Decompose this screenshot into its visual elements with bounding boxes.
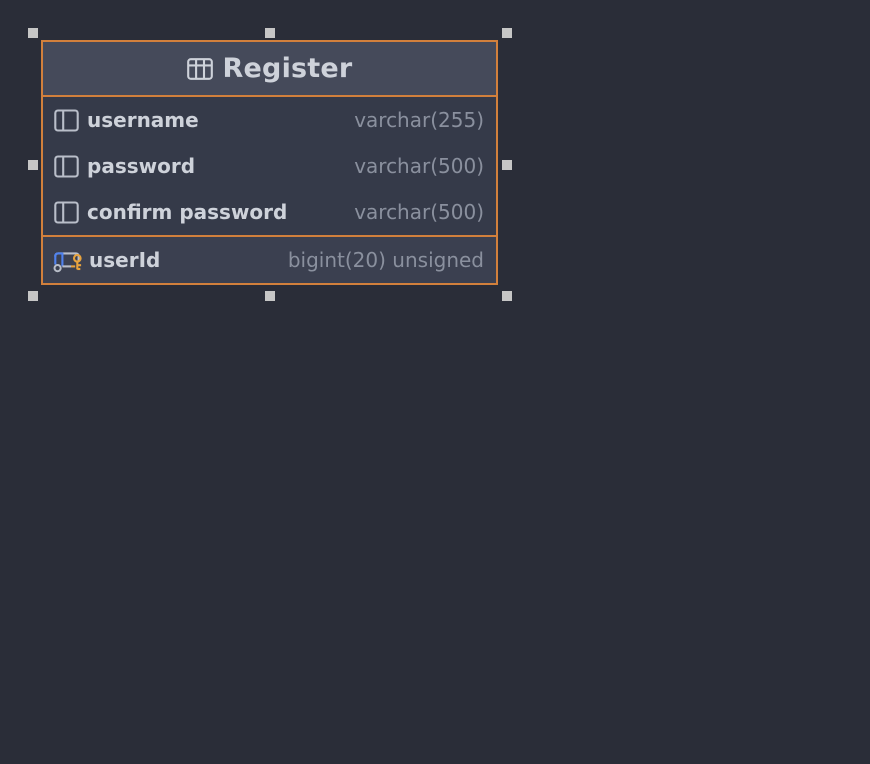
table-row[interactable]: password varchar(500) <box>43 143 496 189</box>
selection-frame: Register username varchar(255) <box>28 28 512 301</box>
column-name: username <box>87 108 199 132</box>
column-icon <box>51 200 81 224</box>
column-name: confirm password <box>87 200 288 224</box>
column-icon <box>51 108 81 132</box>
column-type: varchar(255) <box>354 108 484 132</box>
foreign-key-icon <box>51 245 85 275</box>
handle-middle-left[interactable] <box>28 160 38 170</box>
column-name: password <box>87 154 196 178</box>
handle-top-right[interactable] <box>502 28 512 38</box>
handle-top-left[interactable] <box>28 28 38 38</box>
entity-table-register[interactable]: Register username varchar(255) <box>41 40 498 285</box>
handle-middle-right[interactable] <box>502 160 512 170</box>
entity-title: Register <box>222 53 353 84</box>
entity-columns: username varchar(255) password varchar(5… <box>43 97 496 235</box>
column-icon <box>51 154 81 178</box>
column-type: varchar(500) <box>354 154 484 178</box>
handle-bottom-center[interactable] <box>265 291 275 301</box>
table-icon <box>186 57 213 81</box>
column-type: varchar(500) <box>354 200 484 224</box>
table-row[interactable]: userId bigint(20) unsigned <box>43 237 496 283</box>
table-row[interactable]: confirm password varchar(500) <box>43 189 496 235</box>
entity-foreign-keys: userId bigint(20) unsigned <box>43 235 496 283</box>
column-type: bigint(20) unsigned <box>287 248 484 272</box>
handle-top-center[interactable] <box>265 28 275 38</box>
column-name: userId <box>89 248 161 272</box>
entity-header[interactable]: Register <box>43 42 496 97</box>
handle-bottom-right[interactable] <box>502 291 512 301</box>
table-row[interactable]: username varchar(255) <box>43 97 496 143</box>
handle-bottom-left[interactable] <box>28 291 38 301</box>
